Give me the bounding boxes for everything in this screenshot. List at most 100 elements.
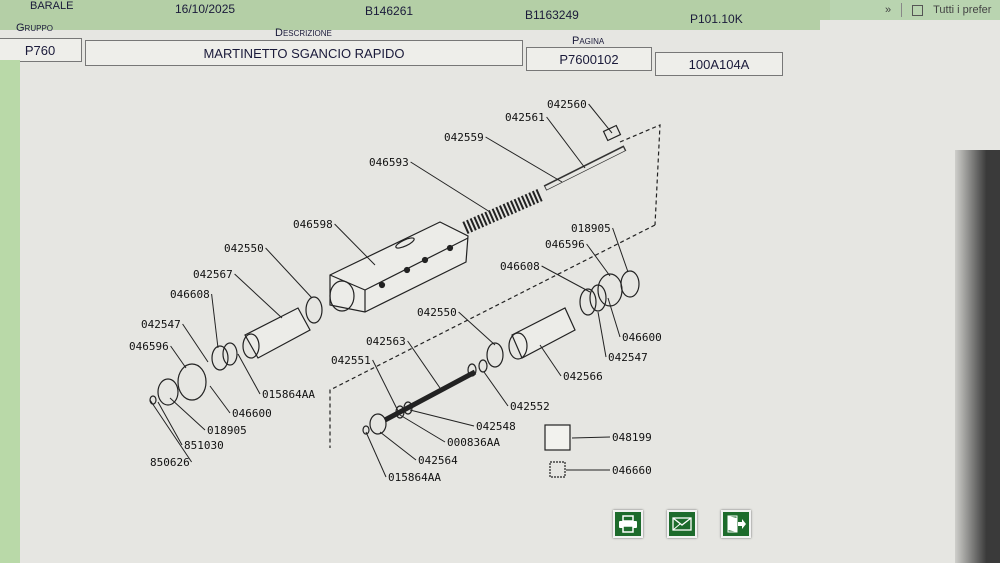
customer-name: BARALE [30,0,74,12]
block-hole [421,256,429,264]
bookmarks-overflow-button[interactable]: » [885,4,892,16]
part-number-label[interactable]: 042561 [505,111,545,124]
leader-line [211,293,219,349]
leader-line [372,359,401,416]
email-button[interactable] [667,510,697,538]
part-ring [620,270,640,298]
part-number-label[interactable]: 018905 [571,222,611,235]
part-ring [222,342,238,366]
leader-line [571,436,611,439]
part-number-label[interactable]: 046596 [545,238,585,251]
part-number-label[interactable]: 851030 [184,439,224,452]
part-ring [157,378,179,406]
part-number-label[interactable]: 046608 [500,260,540,273]
leader-line [586,243,611,277]
printer-icon [619,515,637,533]
part-number-label[interactable]: 046593 [369,156,409,169]
record-summary-row: BARALE 16/10/2025 B146261 B1163249 P101.… [0,0,820,30]
part-number-label[interactable]: 046598 [293,218,333,231]
leader-line [169,397,206,431]
part-ring [403,401,413,415]
part-number-label[interactable]: 042547 [141,318,181,331]
part-screw [149,395,157,405]
part-number-label[interactable]: 042564 [418,454,458,467]
part-number-label[interactable]: 000836AA [447,436,500,449]
part-ring [211,345,229,371]
block-hole [446,244,454,252]
part-ring [579,288,597,316]
part-nut [602,124,622,142]
part-number-label[interactable]: 042551 [331,354,371,367]
folder-icon [912,4,924,16]
part-flange [597,273,623,307]
leader-line [234,273,283,319]
part-ring [395,405,405,419]
part-ring [478,359,488,373]
leader-line [182,323,209,363]
leader-line [237,353,261,395]
leader-line [209,385,231,414]
diagram-parts [149,124,661,478]
envelope-icon [672,517,692,531]
part-number-label[interactable]: 042563 [366,335,406,348]
part-number-label[interactable]: 015864AA [262,388,315,401]
part-number-label[interactable]: 046608 [170,288,210,301]
part-number-label[interactable]: 042547 [608,351,648,364]
part-number-label[interactable]: 042559 [444,131,484,144]
screen-edge [955,150,1000,563]
print-button[interactable] [613,510,643,538]
leader-line [334,223,376,266]
leader-line [483,371,509,407]
leader-line [541,265,591,293]
part-number-label[interactable]: 046600 [622,331,662,344]
leader-line [149,399,193,463]
part-number-label[interactable]: 042566 [563,370,603,383]
part-number-label[interactable]: 850626 [150,456,190,469]
left-panel [0,60,20,563]
assembly-dashed-line [619,124,661,226]
part-number-label[interactable]: 046660 [612,464,652,477]
page-value: P7600102 [526,47,652,71]
part-flange [177,363,207,401]
leader-line [597,311,607,358]
part-number-label[interactable]: 018905 [207,424,247,437]
leader-line [170,345,187,369]
code-2: B1163249 [525,8,579,22]
exit-button[interactable] [721,510,751,538]
part-shaft [383,369,477,423]
part-number-label[interactable]: 046596 [129,340,169,353]
part-number-label[interactable]: 042552 [510,400,550,413]
code-3: P101.10K [690,12,743,26]
part-rod-inner [545,147,625,190]
leader-line [612,227,629,273]
all-bookmarks-link[interactable]: Tutti i prefer [933,4,992,16]
browser-bookmarks-bar: » Tutti i prefer [830,0,1000,20]
divider [901,3,903,17]
part-number-label[interactable]: 042560 [547,98,587,111]
part-number-label[interactable]: 048199 [612,431,652,444]
part-piston-left [244,307,311,359]
leader-line [539,344,562,377]
part-piston-right [511,307,576,359]
leader-line [399,414,446,443]
part-ring [467,363,477,377]
part-number-label[interactable]: 046600 [232,407,272,420]
leader-line [409,409,475,427]
part-number-label[interactable]: 015864AA [388,471,441,484]
part-ring [305,296,323,324]
leader-line [485,136,563,183]
leader-line [588,103,613,134]
block-hole [403,266,411,274]
leader-line [410,161,491,213]
part-number-label[interactable]: 042550 [224,242,264,255]
leader-line [458,311,496,346]
part-ring [362,425,370,435]
part-number-label[interactable]: 042548 [476,420,516,433]
part-kit-pack [549,461,566,478]
part-number-label[interactable]: 042567 [193,268,233,281]
part-number-label[interactable]: 042550 [417,306,457,319]
leader-line [365,431,387,478]
part-spring [462,189,543,234]
